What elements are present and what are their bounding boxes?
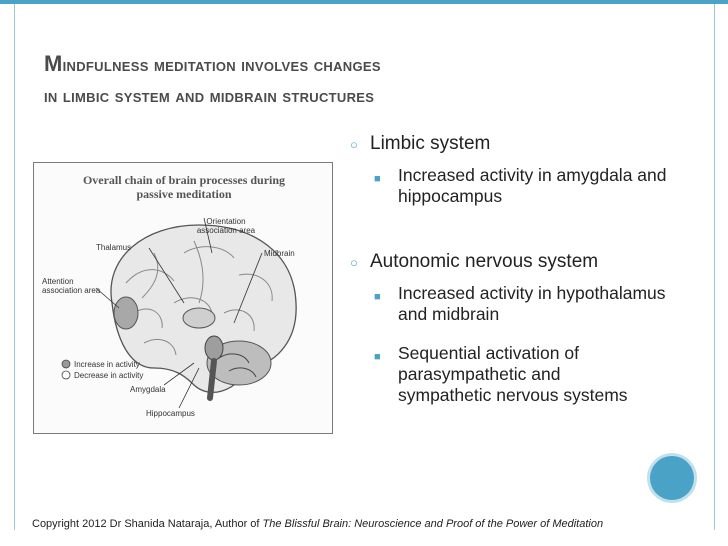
footer-prefix: Copyright 2012 Dr Shanida Nataraja, Auth…	[32, 518, 263, 530]
frame-left-line	[14, 4, 15, 530]
bullet-limbic-system: ○ Limbic system	[350, 133, 490, 155]
sub-bullet-limbic-activity: ■ Increased activity in amygdala and hip…	[374, 165, 694, 207]
sub-bullet-text: Sequential activation of parasympathetic…	[398, 343, 628, 405]
bullet-text: Autonomic nervous system	[370, 251, 599, 272]
decorative-circle	[650, 456, 694, 500]
bullet-text: Limbic system	[370, 133, 491, 154]
footer-copyright: Copyright 2012 Dr Shanida Nataraja, Auth…	[32, 518, 722, 530]
sub-bullet-sequential-activation: ■ Sequential activation of parasympathet…	[374, 343, 694, 406]
label-hippocampus: Hippocampus	[146, 409, 195, 418]
legend-increase: Increase in activity	[74, 360, 140, 369]
slide-title: Mindfulness meditation involves changes …	[44, 48, 664, 112]
figure-caption: Overall chain of brain processes during …	[34, 173, 334, 201]
brain-figure: Overall chain of brain processes during …	[33, 162, 333, 434]
bullet-ring-icon: ○	[350, 255, 358, 270]
sub-bullet-text: Increased activity in hypothalamus and m…	[398, 283, 666, 324]
brain-illustration	[61, 217, 297, 409]
sub-bullet-text: Increased activity in amygdala and hippo…	[398, 165, 667, 206]
title-line-2: in limbic system and midbrain structures	[44, 86, 375, 106]
title-line-1: Mindfulness meditation involves changes	[44, 51, 381, 76]
label-attention-area: Attention association area	[42, 277, 101, 295]
figure-caption-line-1: Overall chain of brain processes during	[82, 173, 286, 187]
label-thalamus: Thalamus	[96, 243, 132, 252]
sub-bullet-dot-icon: ■	[374, 173, 381, 185]
label-orientation-area: Orientation association area	[196, 217, 256, 235]
figure-caption-line-2: passive meditation	[136, 187, 232, 201]
label-amygdala: Amygdala	[130, 385, 166, 394]
footer-book-title: The Blissful Brain: Neuroscience and Pro…	[262, 518, 604, 530]
bullet-autonomic-system: ○ Autonomic nervous system	[350, 251, 598, 273]
top-accent-bar	[0, 0, 728, 4]
sub-bullet-dot-icon: ■	[374, 351, 381, 363]
sub-bullet-hypothalamus: ■ Increased activity in hypothalamus and…	[374, 283, 694, 325]
bullet-ring-icon: ○	[350, 137, 358, 152]
sub-bullet-dot-icon: ■	[374, 291, 381, 303]
legend-decrease: Decrease in activity	[74, 371, 144, 380]
label-midbrain: Midbrain	[264, 249, 295, 258]
frame-right-line	[714, 4, 715, 530]
